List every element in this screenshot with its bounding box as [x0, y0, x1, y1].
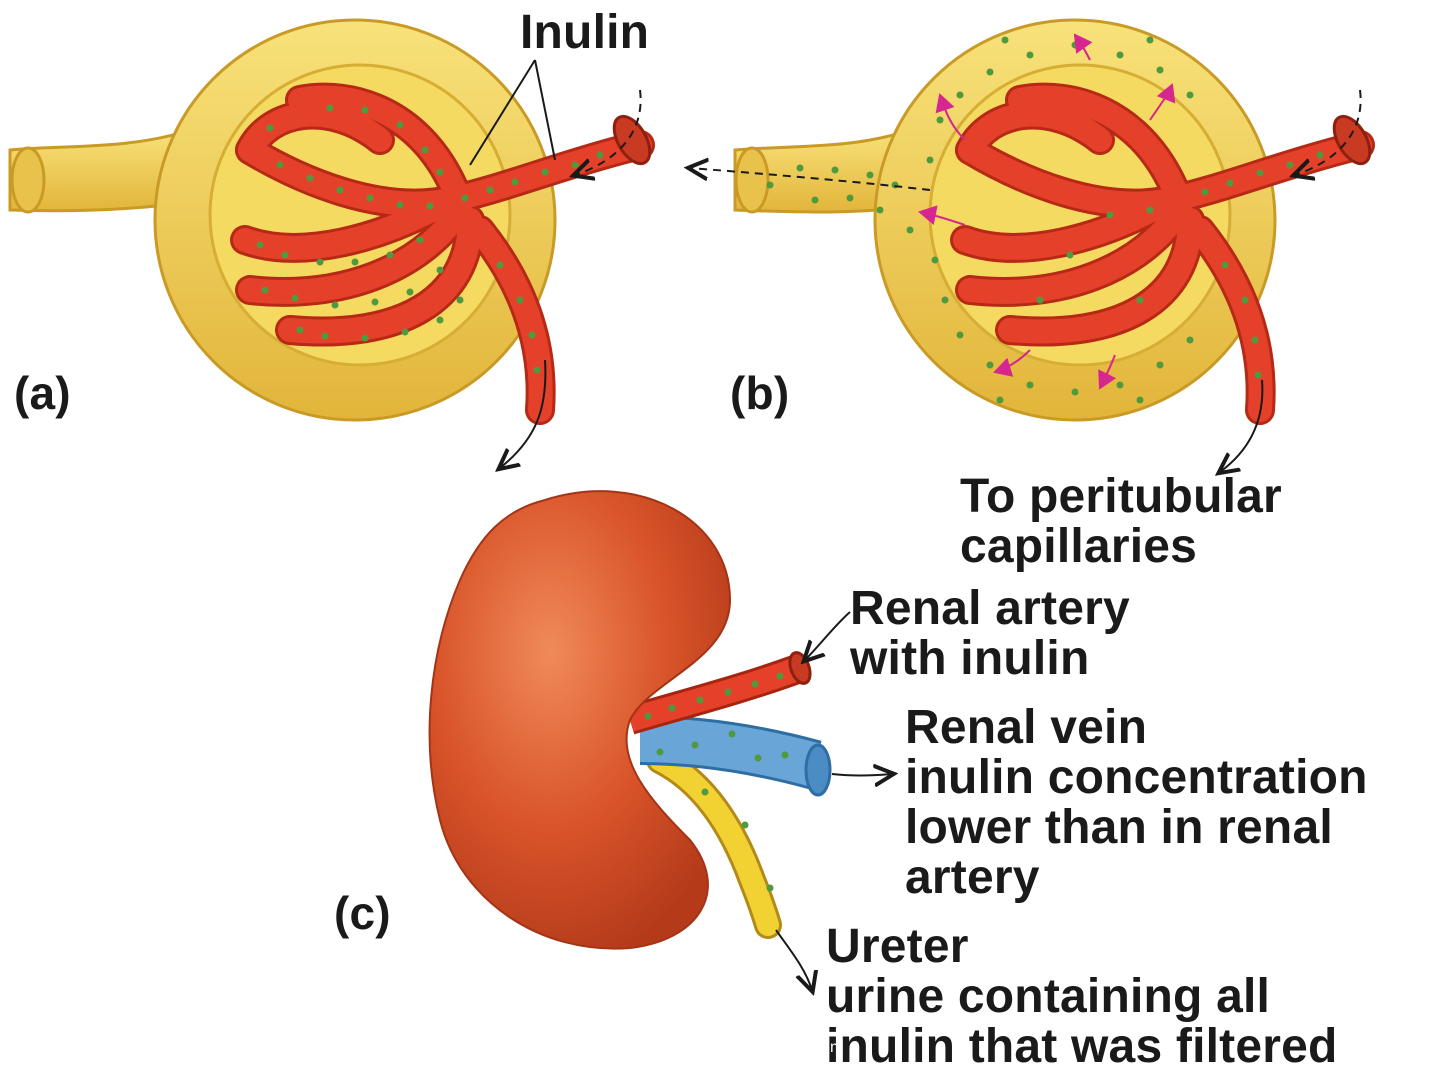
- renal-vein-line-3: lower than in renal: [905, 803, 1368, 853]
- peritubular-line-1: To peritubular: [960, 472, 1282, 522]
- panel-a-label: (a): [14, 368, 71, 418]
- renal-vein-line-2: inulin concentration: [905, 753, 1368, 803]
- renal-vein-line-4: artery: [905, 853, 1368, 903]
- panel-b-label: (b): [730, 368, 789, 418]
- peritubular-line-2: capillaries: [960, 522, 1282, 572]
- panel-c-label: (c): [334, 888, 391, 938]
- panel-b-glomerulus: [690, 20, 1377, 472]
- renal-vein-label: Renal vein inulin concentration lower th…: [905, 703, 1368, 903]
- renal-artery-line-2: with inulin: [850, 634, 1130, 684]
- renal-artery-line-1: Renal artery: [850, 584, 1130, 634]
- ureter-line-2: urine containing all: [826, 972, 1338, 1022]
- peritubular-capillaries-label: To peritubular capillaries: [960, 472, 1282, 572]
- inulin-label: Inulin: [520, 8, 649, 58]
- ureter-line-1: Ureter: [826, 922, 1338, 972]
- renal-artery-label: Renal artery with inulin: [850, 584, 1130, 684]
- ureter-line-3: inulin that was filtered: [826, 1022, 1338, 1069]
- renal-vein-line-1: Renal vein: [905, 703, 1368, 753]
- panel-a-glomerulus: [10, 20, 657, 468]
- panel-c-kidney: [430, 491, 892, 990]
- watermark: m: [830, 1038, 844, 1058]
- ureter-label: Ureter urine containing all inulin that …: [826, 922, 1338, 1069]
